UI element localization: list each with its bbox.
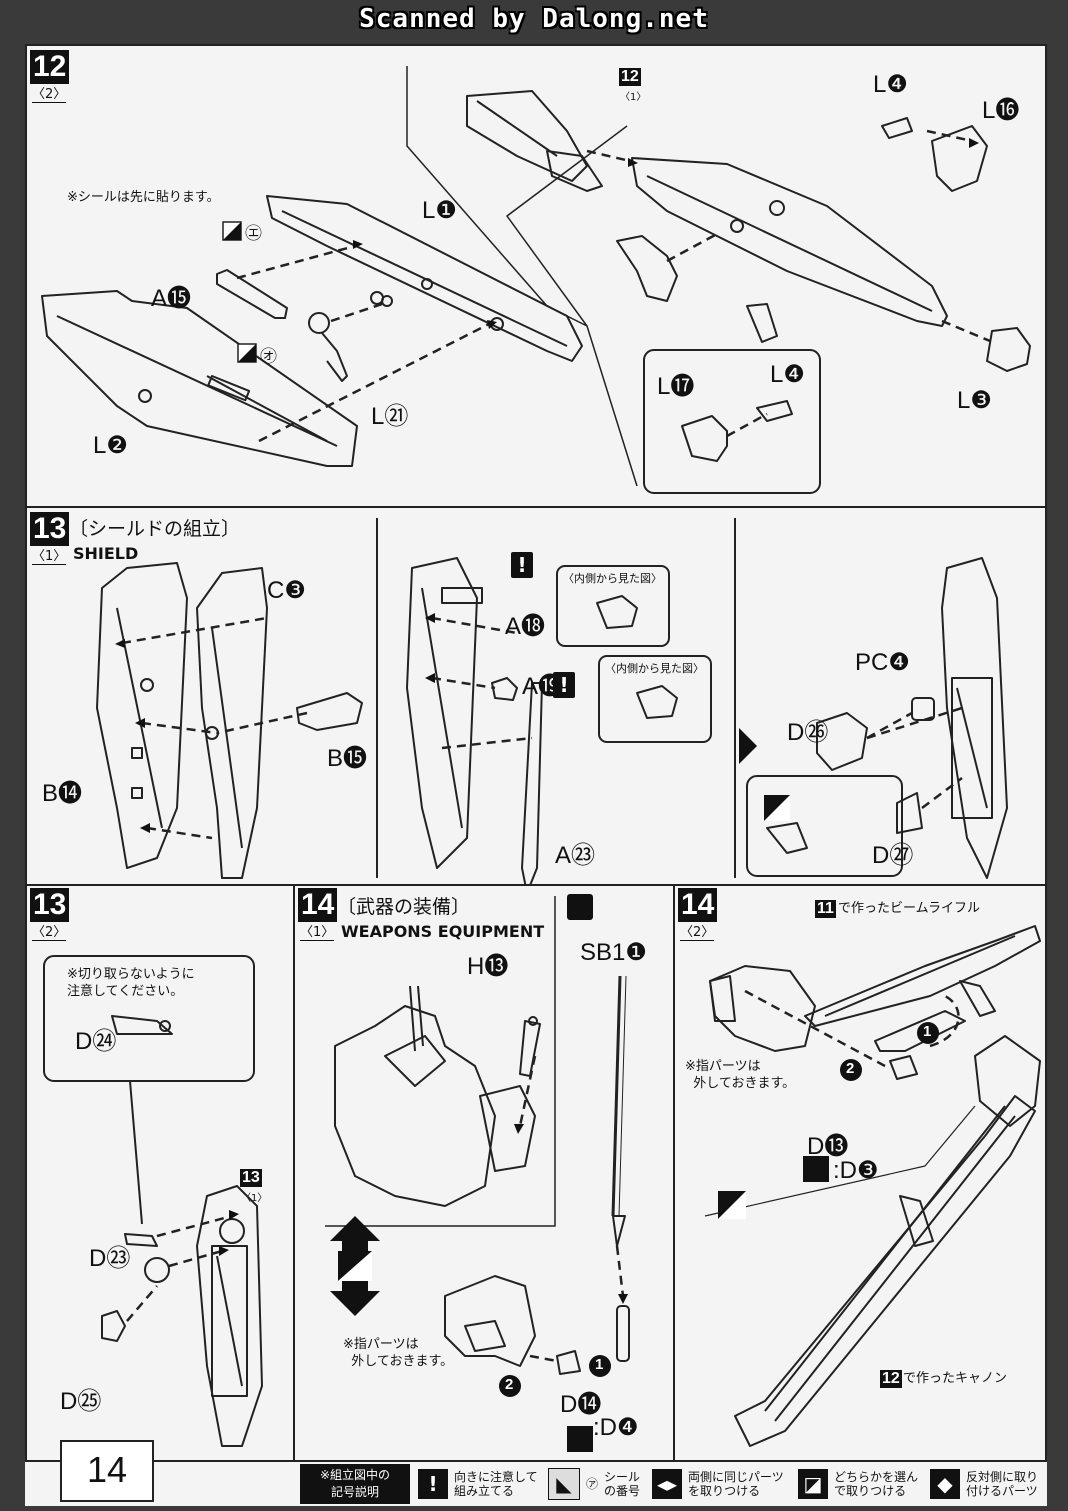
legend-text: どちらかを選ん で取りつける: [834, 1470, 919, 1498]
legend-item-opposite-side: ◆ 反対側に取り 付けるパーツ: [930, 1464, 1038, 1504]
part-label-a19: A⓳: [522, 673, 563, 700]
part-label-d4-alt: :D❹: [593, 1414, 639, 1441]
exclamation-icon: !: [553, 672, 575, 698]
step-title-en: WEAPONS EQUIPMENT: [341, 922, 545, 941]
part-label-d3-alt: :D❸: [833, 1157, 879, 1184]
step-subnumber: 〈2〉: [32, 87, 67, 103]
part-label-d26: D㉖: [787, 719, 829, 746]
rifle-reference-text: で作ったビームライフル: [838, 901, 980, 916]
legend-text: シール の番号: [604, 1470, 641, 1498]
step-title-jp: 〔武器の装備〕: [337, 896, 471, 918]
step-subnumber: 〈1〉: [300, 925, 335, 941]
arrow-step-1: 1: [923, 1023, 932, 1040]
part-label-d13: D⓭: [807, 1133, 849, 1160]
step-number: 12: [30, 50, 70, 84]
arrow-step-1: 1: [595, 1356, 604, 1373]
part-label-d23: D㉓: [89, 1245, 131, 1272]
step-14-1-panel: 14 〈1〉 〔武器の装備〕 WEAPONS EQUIPMENT ※指パーツは …: [295, 886, 675, 1461]
arrow-step-2: 2: [846, 1060, 855, 1077]
step-subnumber: 〈1〉: [32, 549, 67, 565]
part-label-l3: L❸: [957, 387, 992, 414]
step-reference-tag: 12: [619, 68, 641, 86]
scan-watermark: Scanned by Dalong.net: [359, 4, 709, 34]
exclamation-icon: !: [511, 552, 533, 578]
legend-item-both-sides: ◂▸ 両側に同じパーツ を取りつける: [652, 1464, 784, 1504]
step-reference-tag: 13: [240, 1169, 262, 1187]
legend-title: ※組立図中の 記号説明: [300, 1464, 410, 1504]
sticker-o-label: ㋔: [260, 347, 277, 366]
legend-item-sticker: ◣ ㋐ シール の番号: [548, 1464, 640, 1504]
rifle-reference-tag: 11: [815, 900, 836, 918]
part-label-d24: D㉔: [75, 1028, 117, 1055]
legend-text: 向きに注意して 組み立てる: [454, 1470, 538, 1498]
arrow-step-2: 2: [505, 1376, 514, 1393]
choose-icon: ◪: [798, 1469, 828, 1499]
step-14-2-panel: 14 〈2〉 11 で作ったビームライフル 12 で作ったキャノン ※指パーツは…: [675, 886, 1045, 1461]
part-label-b15: B⓯: [327, 745, 368, 772]
inner-view-caption: 〈内側から見た図〉: [605, 662, 704, 675]
part-label-c3: C❸: [267, 577, 306, 604]
opposite-side-icon: ◆: [930, 1469, 960, 1499]
part-label-l2: L❷: [93, 432, 128, 459]
part-label-a18: A⓲: [505, 613, 546, 640]
part-label-a23: A㉓: [555, 842, 596, 869]
part-label-d27: D㉗: [872, 842, 914, 869]
part-label-d25: D㉕: [60, 1388, 102, 1415]
both-sides-icon: ◂▸: [652, 1469, 682, 1499]
finger-part-note: ※指パーツは 外しておきます。: [685, 1059, 796, 1091]
legend-item-choose: ◪ どちらかを選ん で取りつける: [798, 1464, 918, 1504]
step-subnumber: 〈2〉: [680, 925, 715, 941]
part-label-a15: A⓯: [151, 285, 192, 312]
symbol-legend-bar: [25, 1462, 1047, 1506]
part-label-l4-top: L❹: [873, 71, 908, 98]
step-number: 13: [30, 888, 70, 922]
part-label-l4-inset: L❹: [770, 361, 805, 388]
legend-sticker-mark: ㋐: [586, 1477, 599, 1491]
part-label-l1: L❶: [422, 197, 457, 224]
both-sides-icon: [567, 894, 593, 920]
step-title-en: SHIELD: [73, 544, 139, 563]
part-label-d14: D⓮: [560, 1391, 602, 1418]
step-number: 14: [678, 888, 718, 922]
step-reference-sub: 〈1〉: [620, 92, 647, 103]
divider: [376, 518, 378, 878]
caution-note: ※切り取らないように 注意してください。: [67, 967, 195, 999]
part-label-l21: L㉑: [371, 403, 409, 430]
step-13-1-panel: 13 〈1〉 〔シールドの組立〕 SHIELD: [27, 508, 1045, 886]
sticker-e-label: ㋓: [245, 224, 262, 243]
step-number: 13: [30, 512, 70, 546]
part-label-l17: L⓱: [657, 373, 695, 400]
part-label-sb1: SB1❶: [580, 939, 647, 966]
cannon-reference-tag: 12: [880, 1370, 902, 1388]
sticker-icon: ◣: [548, 1468, 580, 1500]
step-12-2-artwork: [41, 66, 1031, 494]
divider: [293, 886, 295, 1461]
step-title-jp: 〔シールドの組立〕: [69, 518, 241, 540]
legend-text: 両側に同じパーツ を取りつける: [688, 1470, 784, 1498]
step-subnumber: 〈2〉: [32, 925, 67, 941]
instruction-sheet: 12 〈2〉 ※シールは先に貼ります。: [25, 44, 1047, 1462]
page-number: 14: [60, 1440, 154, 1502]
cannon-reference-text: で作ったキャノン: [903, 1371, 1008, 1386]
step-13-2-panel: 13 〈2〉 ※切り取らないように 注意してください。 13 〈1〉: [27, 886, 295, 1461]
part-label-h13: H⓭: [467, 953, 509, 980]
step-number: 14: [298, 888, 338, 922]
divider: [673, 886, 675, 1461]
legend-text: 反対側に取り 付けるパーツ: [966, 1470, 1039, 1498]
legend-item-exclamation: ! 向きに注意して 組み立てる: [418, 1464, 538, 1504]
step-14-1-artwork: [325, 896, 630, 1452]
sticker-note: ※シールは先に貼ります。: [67, 190, 220, 205]
step-14-2-artwork: [704, 925, 1041, 1447]
finger-part-note: ※指パーツは 外しておきます。: [343, 1337, 454, 1369]
part-label-pc4: PC❹: [855, 649, 910, 676]
divider: [734, 518, 736, 878]
step-12-2-panel: 12 〈2〉 ※シールは先に貼ります。: [27, 46, 1045, 508]
step-reference-sub: 〈1〉: [241, 1193, 268, 1204]
inner-view-caption: 〈内側から見た図〉: [563, 572, 662, 585]
step-13-1-artwork: [96, 557, 1008, 884]
part-label-b14: B⓮: [42, 780, 83, 807]
part-label-l16: L⓰: [982, 97, 1020, 124]
step-13-2-artwork: [43, 955, 263, 1447]
exclamation-icon: !: [418, 1469, 448, 1499]
